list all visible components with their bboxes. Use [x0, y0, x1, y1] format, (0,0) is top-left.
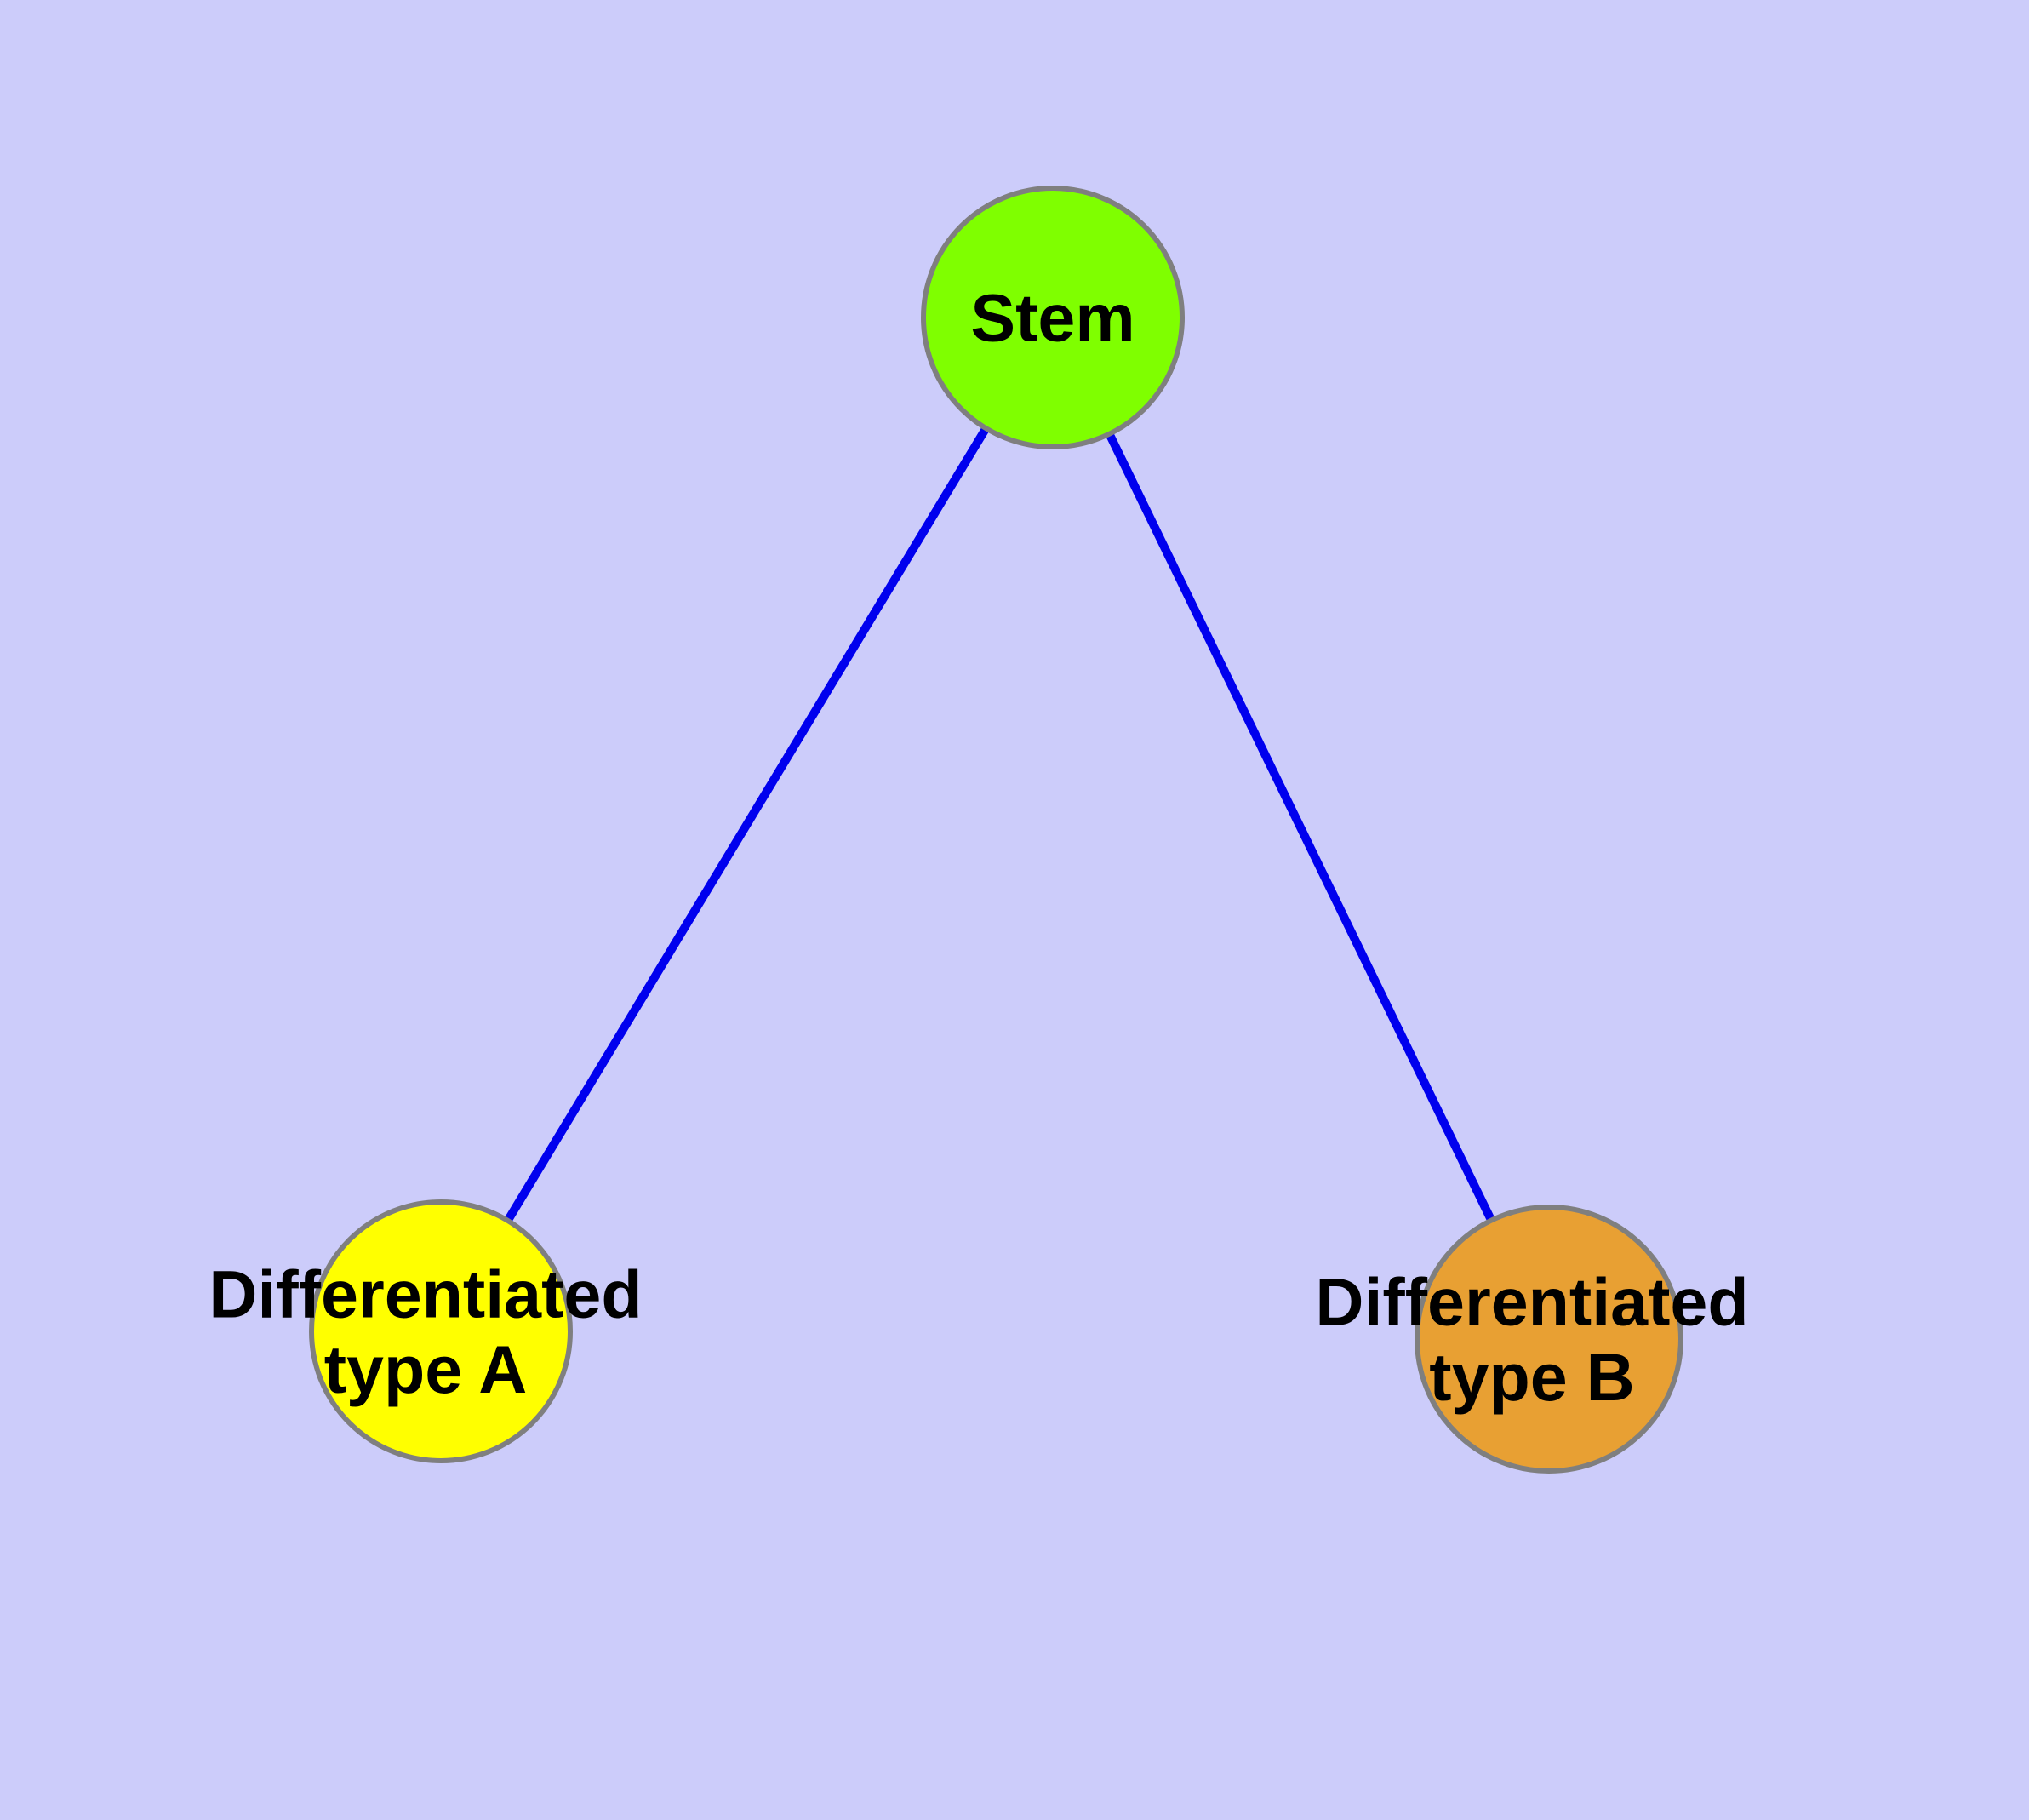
node-label-line: Differentiated [1315, 1263, 1748, 1339]
node-label-line: Differentiated [209, 1256, 642, 1331]
node-stem[interactable] [921, 186, 1185, 449]
node-label-stem: Stem [970, 280, 1135, 356]
node-diff-b[interactable] [1415, 1205, 1683, 1474]
edge-stem-to-diff-b [1049, 315, 1553, 1342]
edges-layer [437, 315, 1553, 1342]
node-label-line: Stem [970, 280, 1135, 356]
edge-stem-to-diff-a [437, 315, 1057, 1334]
node-label-line: type B [1429, 1339, 1634, 1415]
node-label-line: type A [324, 1331, 528, 1407]
nodes-layer [309, 186, 1683, 1474]
node-diff-a[interactable] [309, 1199, 573, 1463]
